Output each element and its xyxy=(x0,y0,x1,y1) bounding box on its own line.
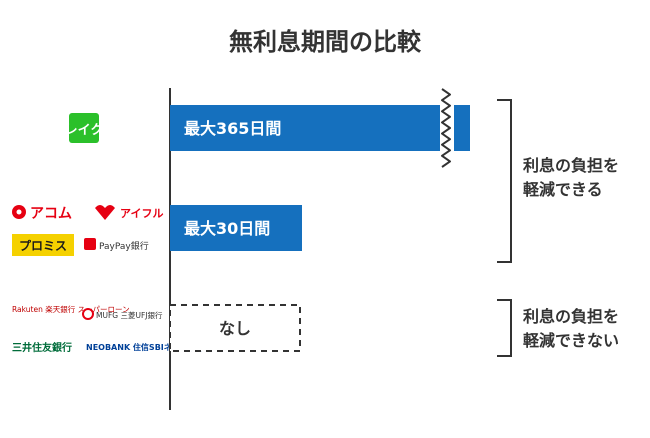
sbi-neobank-logo-icon: NEOBANK 住信SBIネット銀行 xyxy=(86,342,204,352)
rakuten-bank-logo-text: Rakuten 楽天銀行 スーパーローン xyxy=(12,304,130,314)
logos-group: レイク アコム アイフル プロミス PayPay銀行 xyxy=(12,113,204,354)
bar-label-0: 最大365日間 xyxy=(184,119,281,138)
bar-0 xyxy=(170,105,470,151)
paypay-bank-logo-text: PayPay銀行 xyxy=(99,240,149,252)
annotation-text-1: 利息の負担を軽減できない xyxy=(523,307,619,350)
annotation-bracket-1 xyxy=(497,299,512,357)
smbc-logo-text: 三井住友銀行 xyxy=(12,341,72,354)
axis-break-gap xyxy=(440,87,454,169)
promise-logo-text: プロミス xyxy=(19,238,67,253)
bar-1 xyxy=(170,205,302,251)
bar-2-empty xyxy=(169,304,301,352)
axis-break-mark xyxy=(441,88,451,168)
chart-title: 無利息期間の比較 xyxy=(229,28,422,56)
promise-logo-icon: プロミス xyxy=(12,234,74,256)
rakuten-bank-logo-icon: Rakuten 楽天銀行 スーパーローン xyxy=(12,304,130,314)
lake-logo-text: レイク xyxy=(65,123,104,138)
acom-logo-icon: アコム xyxy=(12,205,72,222)
paypay-bank-logo-icon: PayPay銀行 xyxy=(84,238,149,252)
lake-logo-icon: レイク xyxy=(65,113,104,143)
mufg-logo-icon: MUFG 三菱UFJ銀行 xyxy=(82,308,163,320)
smbc-logo-icon: 三井住友銀行 xyxy=(12,341,72,354)
annotation-line-1-0: 利息の負担を xyxy=(523,307,619,326)
aiful-logo-icon: アイフル xyxy=(95,205,163,220)
bar-label-1: 最大30日間 xyxy=(184,219,270,238)
annotation-bracket-0 xyxy=(497,99,512,263)
annotation-line-1-1: 軽減できない xyxy=(523,331,619,350)
mufg-logo-text: MUFG 三菱UFJ銀行 xyxy=(96,310,163,320)
acom-logo-text: アコム xyxy=(30,206,72,222)
aiful-logo-text: アイフル xyxy=(120,207,163,220)
annotation-line-0-1: 軽減できる xyxy=(523,180,603,199)
annotation-line-0-0: 利息の負担を xyxy=(523,156,619,175)
bar-label-2: なし xyxy=(219,319,251,338)
sbi-neobank-logo-text: NEOBANK 住信SBIネット銀行 xyxy=(86,342,204,352)
annotation-text-0: 利息の負担を軽減できる xyxy=(523,156,619,199)
